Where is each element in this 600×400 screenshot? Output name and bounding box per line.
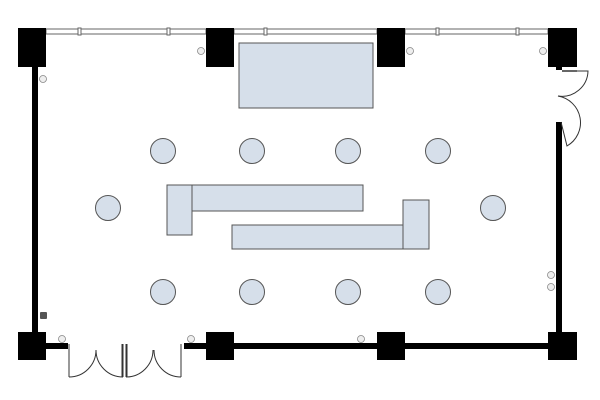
bottom-wall-right xyxy=(184,343,554,349)
table[interactable] xyxy=(191,184,364,212)
outlet-icon xyxy=(547,283,555,291)
outlet-icon xyxy=(197,47,205,55)
entrance-double-doors[interactable] xyxy=(68,344,182,378)
table[interactable] xyxy=(231,224,404,250)
top-windows xyxy=(45,27,549,36)
round-tables xyxy=(95,138,506,305)
switch-panel-icon xyxy=(40,312,47,319)
round-table[interactable] xyxy=(425,138,451,164)
side-door[interactable] xyxy=(557,70,589,147)
column xyxy=(377,332,405,360)
column xyxy=(18,28,46,67)
round-table[interactable] xyxy=(425,279,451,305)
column xyxy=(206,332,234,360)
round-table[interactable] xyxy=(335,138,361,164)
column xyxy=(548,28,577,67)
round-table[interactable] xyxy=(480,195,506,221)
outlet-icon xyxy=(406,47,414,55)
left-wall xyxy=(32,60,38,340)
outlet-icon xyxy=(539,47,547,55)
outlet-icon xyxy=(39,75,47,83)
right-wall xyxy=(556,122,562,337)
round-table[interactable] xyxy=(239,279,265,305)
outlet-icon xyxy=(58,335,66,343)
round-table[interactable] xyxy=(150,279,176,305)
outlet-icon xyxy=(357,335,365,343)
outlet-icon xyxy=(547,271,555,279)
column xyxy=(548,332,577,360)
round-table[interactable] xyxy=(150,138,176,164)
round-table[interactable] xyxy=(239,138,265,164)
table[interactable] xyxy=(166,184,193,236)
long-tables xyxy=(166,184,430,250)
stage[interactable] xyxy=(238,42,374,109)
outlets xyxy=(39,47,555,343)
columns xyxy=(18,28,577,360)
round-table[interactable] xyxy=(335,279,361,305)
round-table[interactable] xyxy=(95,195,121,221)
outlet-icon xyxy=(187,335,195,343)
table[interactable] xyxy=(402,199,430,250)
bottom-wall-left xyxy=(40,343,68,349)
column xyxy=(377,28,405,67)
column xyxy=(18,332,46,360)
column xyxy=(206,28,234,67)
